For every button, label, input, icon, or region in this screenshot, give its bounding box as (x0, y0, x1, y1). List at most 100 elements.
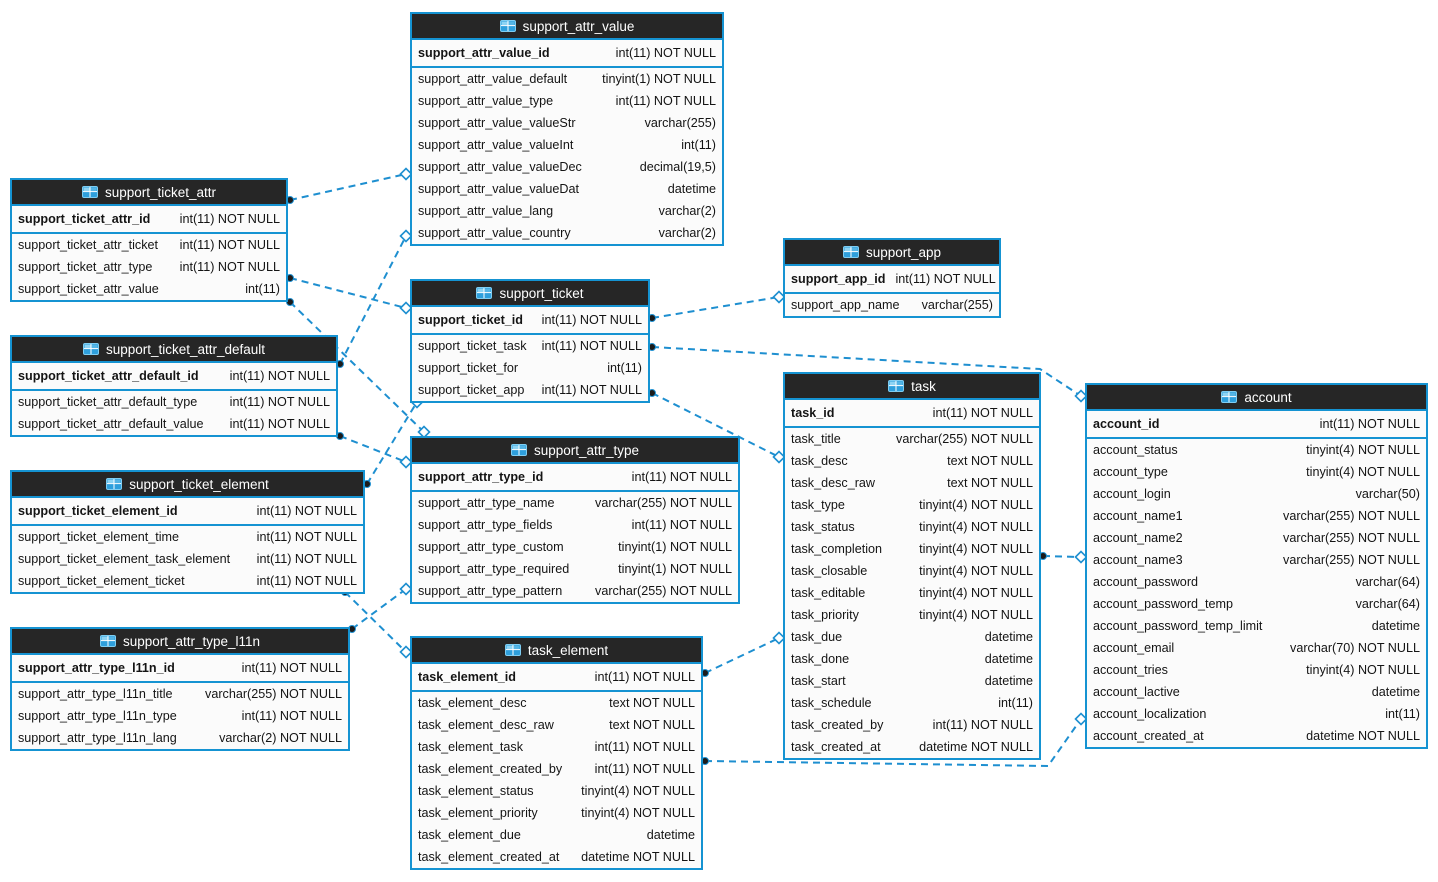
db-table-support_ticket_attr[interactable]: support_ticket_attr support_ticket_attr_… (10, 178, 288, 302)
db-table-support_attr_value[interactable]: support_attr_value support_attr_value_id… (410, 12, 724, 246)
column-row: task_element_due datetime (412, 824, 701, 846)
table-header[interactable]: task (785, 374, 1039, 400)
column-row: task_schedule int(11) (785, 692, 1039, 714)
db-table-support_attr_type[interactable]: support_attr_type support_attr_type_id i… (410, 436, 740, 604)
column-name: support_attr_type_l11n_title (18, 687, 173, 701)
table-header[interactable]: support_ticket_element (12, 472, 363, 498)
db-table-task[interactable]: task task_id int(11) NOT NULL task_title… (783, 372, 1041, 760)
column-name: account_type (1093, 465, 1168, 479)
column-type: varchar(64) (1355, 597, 1420, 611)
column-name: account_login (1093, 487, 1171, 501)
table-icon (81, 186, 98, 198)
relationship-task-to-account[interactable] (1042, 555, 1082, 558)
column-type: varchar(50) (1355, 487, 1420, 501)
column-name: account_email (1093, 641, 1175, 655)
db-table-support_ticket_element[interactable]: support_ticket_element support_ticket_el… (10, 470, 365, 594)
column-row: task_desc text NOT NULL (785, 450, 1039, 472)
pk-column-type: int(11) NOT NULL (932, 406, 1033, 420)
column-type: int(11) NOT NULL (241, 709, 342, 723)
column-row: task_element_created_by int(11) NOT NULL (412, 758, 701, 780)
column-type: int(11) NOT NULL (229, 395, 330, 409)
column-name: support_attr_value_valueDec (418, 160, 582, 174)
column-type: varchar(2) (658, 226, 716, 240)
column-type: text NOT NULL (609, 718, 695, 732)
db-table-support_app[interactable]: support_app support_app_id int(11) NOT N… (783, 238, 1001, 318)
pk-column-type: int(11) NOT NULL (1319, 417, 1420, 431)
db-table-account[interactable]: account account_id int(11) NOT NULL acco… (1085, 383, 1428, 749)
relationship-support_ticket-to-support_app[interactable] (651, 296, 780, 319)
column-type: tinyint(4) NOT NULL (919, 586, 1033, 600)
column-row: task_desc_raw text NOT NULL (785, 472, 1039, 494)
column-type: datetime (646, 828, 695, 842)
relationship-support_ticket_element-to-support_ticket[interactable] (366, 401, 418, 485)
table-header[interactable]: support_attr_value (412, 14, 722, 40)
relationship-support_ticket-to-account[interactable] (651, 346, 1082, 397)
relationship-support_ticket_element-to-task_element[interactable] (344, 591, 407, 653)
column-type: tinyint(1) NOT NULL (602, 72, 716, 86)
column-name: support_ticket_attr_default_value (18, 417, 204, 431)
table-header[interactable]: support_app (785, 240, 999, 266)
column-name: support_attr_type_fields (418, 518, 553, 532)
db-table-support_ticket[interactable]: support_ticket support_ticket_id int(11)… (410, 279, 650, 403)
column-row: account_type tinyint(4) NOT NULL (1087, 461, 1426, 483)
table-icon (504, 644, 521, 656)
column-type: datetime (667, 182, 716, 196)
db-table-support_ticket_attr_default[interactable]: support_ticket_attr_default support_tick… (10, 335, 338, 437)
table-icon (476, 287, 493, 299)
column-name: task_element_priority (418, 806, 538, 820)
column-name: task_priority (791, 608, 859, 622)
column-name: account_tries (1093, 663, 1168, 677)
pk-column-type: int(11) NOT NULL (615, 46, 716, 60)
table-header[interactable]: support_attr_type_l11n (12, 629, 348, 655)
column-name: support_ticket_attr_default_type (18, 395, 198, 409)
column-row: support_ticket_attr_type int(11) NOT NUL… (12, 256, 286, 278)
table-columns: support_attr_type_name varchar(255) NOT … (412, 492, 738, 602)
relationship-target-marker (417, 425, 431, 439)
table-header[interactable]: support_ticket_attr (12, 180, 286, 206)
column-name: support_attr_value_default (418, 72, 568, 86)
column-row: task_element_created_at datetime NOT NUL… (412, 846, 701, 868)
relationship-task_element-to-account[interactable] (704, 718, 1082, 768)
column-type: int(11) NOT NULL (594, 740, 695, 754)
table-header[interactable]: support_ticket (412, 281, 648, 307)
db-table-support_attr_type_l11n[interactable]: support_attr_type_l11n support_attr_type… (10, 627, 350, 751)
column-name: support_ticket_for (418, 361, 519, 375)
column-type: int(11) NOT NULL (179, 260, 280, 274)
table-header[interactable]: support_ticket_attr_default (12, 337, 336, 363)
relationship-task_element-to-task[interactable] (704, 637, 780, 674)
table-title: support_attr_value (522, 18, 635, 34)
column-name: support_ticket_app (418, 383, 525, 397)
column-type: datetime (1371, 685, 1420, 699)
column-row: support_ticket_attr_default_value int(11… (12, 413, 336, 435)
column-name: support_attr_value_valueStr (418, 116, 576, 130)
column-type: int(11) NOT NULL (541, 383, 642, 397)
column-row: support_attr_type_l11n_lang varchar(2) N… (12, 727, 348, 749)
column-row: support_ticket_attr_default_type int(11)… (12, 391, 336, 413)
relationship-support_ticket_attr-to-support_attr_value[interactable] (289, 173, 407, 201)
column-type: text NOT NULL (947, 454, 1033, 468)
table-title: support_attr_type_l11n (122, 633, 261, 649)
column-type: varchar(255) (921, 298, 993, 312)
column-type: int(11) (1385, 707, 1420, 721)
table-columns: support_ticket_attr_default_type int(11)… (12, 391, 336, 435)
db-table-task_element[interactable]: task_element task_element_id int(11) NOT… (410, 636, 703, 870)
table-header[interactable]: account (1087, 385, 1426, 411)
column-row: support_attr_value_country varchar(2) (412, 222, 722, 244)
column-type: int(11) NOT NULL (256, 574, 357, 588)
column-row: support_attr_type_l11n_type int(11) NOT … (12, 705, 348, 727)
table-columns: support_attr_value_default tinyint(1) NO… (412, 68, 722, 244)
table-header[interactable]: task_element (412, 638, 701, 664)
column-type: varchar(255) NOT NULL (205, 687, 342, 701)
relationship-support_ticket_attr_default-to-support_attr_value[interactable] (339, 235, 407, 365)
table-header[interactable]: support_attr_type (412, 438, 738, 464)
column-name: account_status (1093, 443, 1178, 457)
relationship-support_ticket_attr-to-support_ticket[interactable] (289, 277, 407, 309)
pk-column-name: support_attr_type_id (418, 470, 544, 484)
column-row: support_ticket_element_ticket int(11) NO… (12, 570, 363, 592)
column-row: task_closable tinyint(4) NOT NULL (785, 560, 1039, 582)
column-name: task_status (791, 520, 855, 534)
column-row: task_element_status tinyint(4) NOT NULL (412, 780, 701, 802)
column-type: varchar(70) NOT NULL (1290, 641, 1420, 655)
pk-column-type: int(11) NOT NULL (541, 313, 642, 327)
